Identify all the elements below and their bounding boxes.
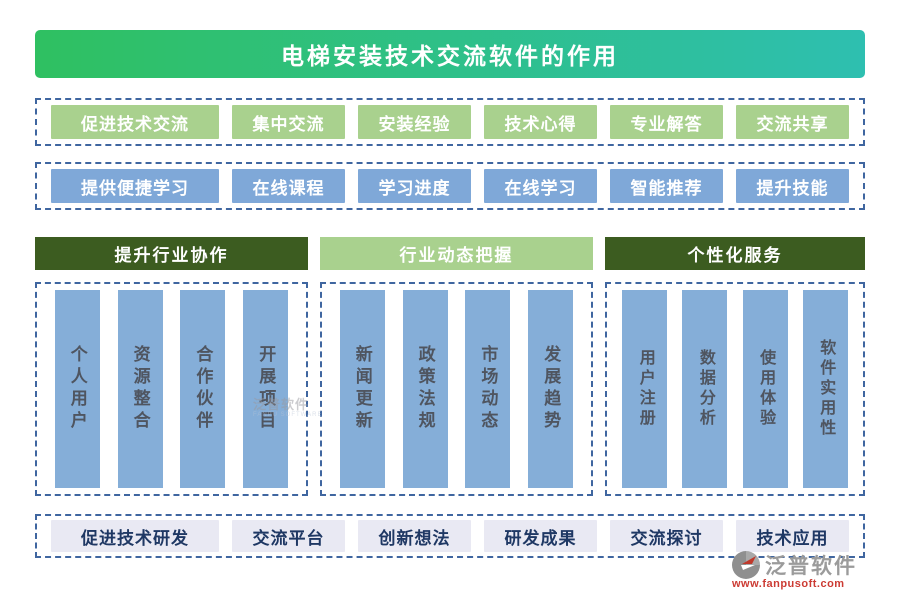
button-technical-tips[interactable]: 技术心得	[484, 105, 597, 139]
button-exchange-discussion[interactable]: 交流探讨	[610, 520, 723, 552]
bar-label: 资源整合	[130, 345, 150, 433]
bar-user-experience: 使用体验	[742, 290, 788, 488]
bar-cooperation-partner: 合作伙伴	[180, 290, 226, 488]
button-skill-improvement[interactable]: 提升技能	[736, 169, 849, 203]
bar-resource-integration: 资源整合	[117, 290, 163, 488]
button-exchange-platform[interactable]: 交流平台	[232, 520, 345, 552]
button-smart-recommendation[interactable]: 智能推荐	[610, 169, 723, 203]
page-title: 电梯安装技术交流软件的作用	[35, 30, 865, 78]
bar-label: 发展趋势	[541, 345, 561, 433]
section-header-industry-collaboration: 提升行业协作	[35, 237, 308, 270]
button-exchange-sharing[interactable]: 交流共享	[736, 105, 849, 139]
button-tech-application[interactable]: 技术应用	[736, 520, 849, 552]
button-promote-tech-exchange[interactable]: 促进技术交流	[51, 105, 219, 139]
button-promote-rnd[interactable]: 促进技术研发	[51, 520, 219, 552]
bar-label: 使用体验	[757, 349, 775, 429]
communication-row: 促进技术交流 集中交流 安装经验 技术心得 专业解答 交流共享	[35, 98, 865, 146]
bar-market-dynamics: 市场动态	[465, 290, 511, 488]
button-online-courses[interactable]: 在线课程	[232, 169, 345, 203]
button-convenient-learning[interactable]: 提供便捷学习	[51, 169, 219, 203]
vendor-logo: 泛普软件 www.fanpusoft.com	[730, 550, 880, 590]
bar-data-analysis: 数据分析	[682, 290, 728, 488]
bar-policy-regulations: 政策法规	[402, 290, 448, 488]
fanpu-logo-icon	[732, 551, 760, 579]
bar-label: 开展项目	[256, 345, 276, 433]
section-header-personalized-service: 个性化服务	[605, 237, 865, 270]
bar-label: 市场动态	[478, 345, 498, 433]
button-learning-progress[interactable]: 学习进度	[358, 169, 471, 203]
bar-news-update: 新闻更新	[339, 290, 385, 488]
vendor-name: 泛普软件	[765, 554, 857, 578]
button-online-learning[interactable]: 在线学习	[484, 169, 597, 203]
industry-collaboration-panel: 个人用户 资源整合 合作伙伴 开展项目	[35, 282, 308, 496]
learning-row: 提供便捷学习 在线课程 学习进度 在线学习 智能推荐 提升技能	[35, 162, 865, 210]
bar-label: 政策法规	[415, 345, 435, 433]
bar-label: 软件实用性	[817, 339, 835, 439]
bar-software-practicality: 软件实用性	[802, 290, 848, 488]
bar-project-launch: 开展项目	[243, 290, 289, 488]
personalized-service-panel: 用户注册 数据分析 使用体验 软件实用性	[605, 282, 865, 496]
bar-user-registration: 用户注册	[622, 290, 668, 488]
button-centralized-exchange[interactable]: 集中交流	[232, 105, 345, 139]
bar-personal-user: 个人用户	[54, 290, 100, 488]
bar-label: 新闻更新	[352, 345, 372, 433]
bar-label: 合作伙伴	[193, 345, 213, 433]
research-row: 促进技术研发 交流平台 创新想法 研发成果 交流探讨 技术应用	[35, 514, 865, 558]
button-installation-experience[interactable]: 安装经验	[358, 105, 471, 139]
industry-trends-panel: 新闻更新 政策法规 市场动态 发展趋势	[320, 282, 593, 496]
button-rnd-results[interactable]: 研发成果	[484, 520, 597, 552]
button-professional-answers[interactable]: 专业解答	[610, 105, 723, 139]
bar-label: 个人用户	[67, 345, 87, 433]
vendor-url: www.fanpusoft.com	[732, 578, 845, 590]
bar-label: 数据分析	[696, 349, 714, 429]
button-innovative-ideas[interactable]: 创新想法	[358, 520, 471, 552]
bar-development-trend: 发展趋势	[528, 290, 574, 488]
bar-label: 用户注册	[636, 349, 654, 429]
section-header-industry-trends: 行业动态把握	[320, 237, 593, 270]
